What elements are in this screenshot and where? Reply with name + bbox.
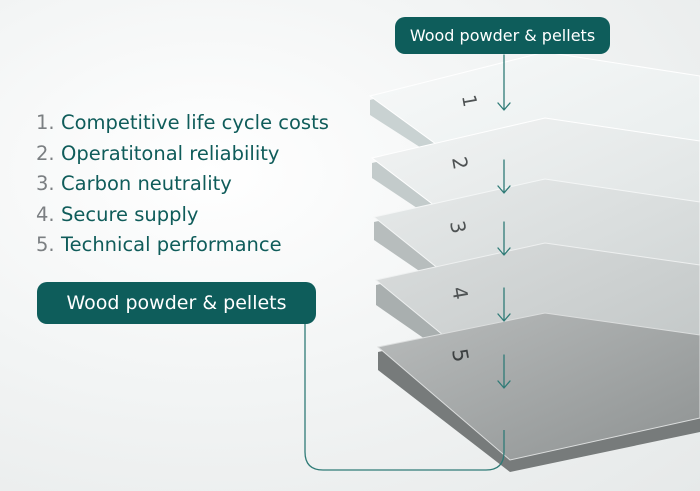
layer-1-number: 1 [457, 93, 481, 109]
layer-3-number: 3 [445, 219, 471, 236]
layer-4-number: 4 [447, 285, 473, 302]
list-item-number: 2. [36, 141, 55, 165]
left-badge: Wood powder & pellets [37, 282, 316, 324]
arrow-down-icon [497, 159, 511, 194]
list-item: 5. Technical performance [36, 230, 329, 261]
list-item-number: 5. [36, 233, 55, 256]
layer-5 [376, 312, 700, 472]
flow-arrows [497, 54, 511, 389]
criteria-list: 1. Competitive life cycle costs 2.Operati… [36, 108, 329, 261]
list-item: 2.Operatitonal reliability [36, 139, 329, 170]
list-item-text: Operatitonal reliability [61, 141, 280, 165]
list-item-text: Carbon neutrality [61, 172, 232, 195]
list-item-number: 3. [36, 172, 55, 195]
arrow-down-icon [497, 54, 511, 111]
list-item-text: Technical performance [61, 233, 282, 256]
layer-2-number: 2 [447, 155, 473, 172]
arrow-down-icon [497, 221, 511, 256]
list-item: 3. Carbon neutrality [36, 169, 329, 200]
top-badge: Wood powder & pellets [395, 17, 610, 54]
arrow-down-icon [497, 287, 511, 322]
connector-line [304, 324, 505, 471]
list-item: 4.Secure supply [36, 200, 329, 231]
list-item-text: Secure supply [61, 202, 199, 226]
list-item-text: Competitive life cycle costs [61, 111, 329, 134]
list-item-number: 1. [36, 111, 55, 134]
list-item: 1. Competitive life cycle costs [36, 108, 329, 139]
layer-5-number: 5 [447, 347, 473, 364]
list-item-number: 4. [36, 202, 55, 226]
arrow-down-icon [497, 354, 511, 389]
